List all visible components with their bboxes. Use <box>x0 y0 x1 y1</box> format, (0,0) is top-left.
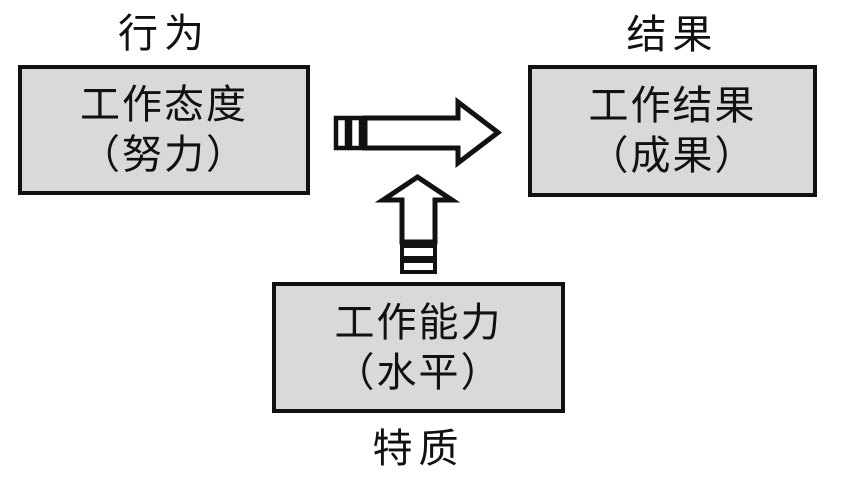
work-attitude-line2: （努力） <box>80 132 248 177</box>
work-result-line2: （成果） <box>588 133 757 178</box>
work-ability-box: 工作能力 （水平） <box>272 282 565 413</box>
work-result-box: 工作结果 （成果） <box>528 65 817 197</box>
work-ability-line1: 工作能力 <box>334 299 503 345</box>
work-attitude-box: 工作态度 （努力） <box>18 65 310 195</box>
work-ability-line2: （水平） <box>334 349 503 395</box>
right-arrow-icon <box>333 96 503 169</box>
up-arrow-icon <box>374 173 461 274</box>
work-attitude-line1: 工作态度 <box>80 82 248 127</box>
behavior-label: 行为 <box>118 11 210 56</box>
result-label: 结果 <box>626 12 719 57</box>
trait-label: 特质 <box>372 426 465 471</box>
work-result-line1: 工作结果 <box>588 83 757 128</box>
